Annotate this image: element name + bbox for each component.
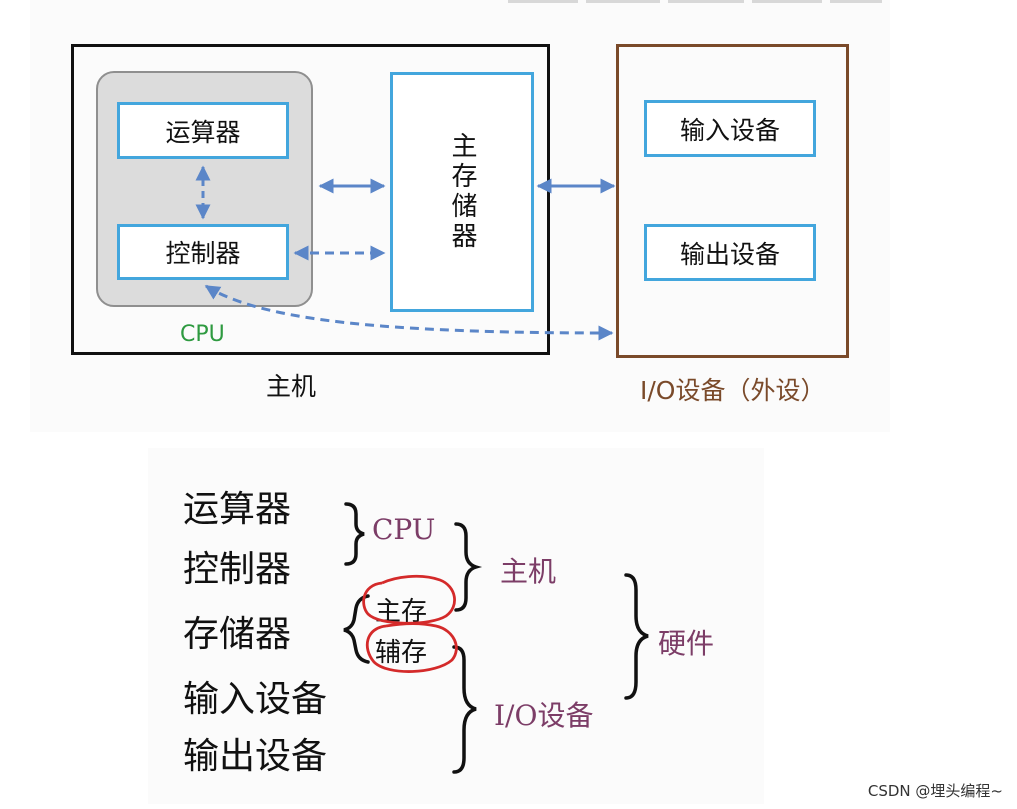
secondary-memory-circle bbox=[365, 622, 458, 673]
item-control-unit: 控制器 bbox=[183, 549, 292, 590]
output-device-label: 输出设备 bbox=[679, 239, 780, 269]
toolbar-stub bbox=[508, 0, 578, 3]
secondary-memory-type: 辅存 bbox=[375, 638, 428, 668]
watermark: CSDN @埋头编程~ bbox=[867, 782, 1003, 800]
main-memory-circle bbox=[362, 574, 456, 625]
io-device-box bbox=[616, 44, 849, 358]
io-caption: I/O设备（外设） bbox=[640, 376, 826, 405]
toolbar-stub bbox=[752, 0, 822, 3]
item-memory: 存储器 bbox=[183, 614, 292, 655]
alu-box: 运算器 bbox=[117, 102, 289, 159]
item-output-device: 输出设备 bbox=[183, 736, 328, 777]
group-cpu-label: CPU bbox=[372, 513, 436, 546]
control-unit-label: 控制器 bbox=[165, 239, 241, 268]
connection-arrows bbox=[195, 165, 616, 341]
brace-memory bbox=[343, 594, 370, 664]
classification-background bbox=[148, 448, 764, 804]
toolbar-stub bbox=[830, 0, 882, 3]
brace-io bbox=[452, 645, 477, 774]
brace-host bbox=[454, 522, 483, 612]
brace-cpu bbox=[344, 502, 365, 566]
toolbar-stub bbox=[586, 0, 660, 3]
input-device-label: 输入设备 bbox=[679, 115, 780, 145]
main-memory-label: 主存储器 bbox=[447, 132, 477, 252]
group-io-label: I/O设备 bbox=[494, 699, 594, 732]
control-unit-box: 控制器 bbox=[117, 224, 289, 280]
item-alu: 运算器 bbox=[183, 489, 292, 530]
group-hardware-label: 硬件 bbox=[658, 627, 715, 660]
host-caption: 主机 bbox=[266, 372, 317, 401]
host-box bbox=[71, 44, 550, 355]
classification-braces bbox=[343, 502, 649, 774]
item-input-device: 输入设备 bbox=[183, 679, 328, 720]
alu-label: 运算器 bbox=[165, 117, 241, 147]
output-device-box: 输出设备 bbox=[644, 224, 816, 281]
input-device-box: 输入设备 bbox=[644, 100, 816, 157]
group-host-label: 主机 bbox=[500, 555, 557, 588]
brace-hardware bbox=[624, 573, 649, 700]
toolbar-stub bbox=[668, 0, 744, 3]
control-io-arrow bbox=[204, 284, 614, 341]
